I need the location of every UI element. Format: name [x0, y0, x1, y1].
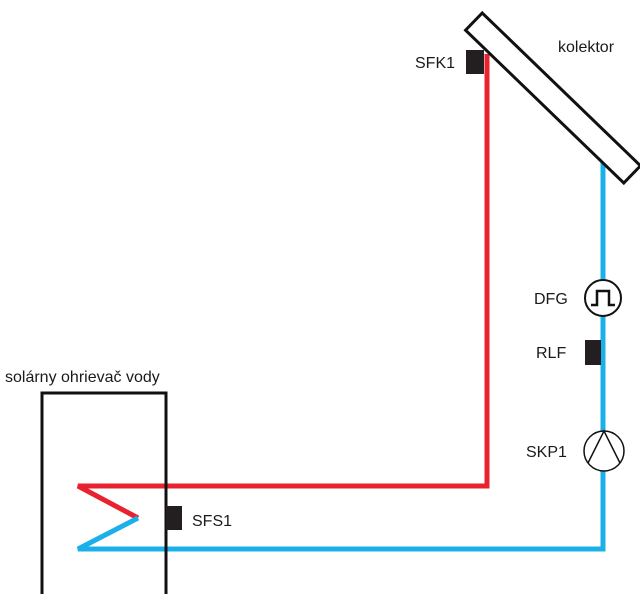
collector-sensor-SFK1 [466, 50, 484, 74]
tank-sensor-SFS1 [166, 506, 182, 530]
tank-sensor-label: SFS1 [192, 513, 232, 530]
return-sensor-label: RLF [536, 345, 566, 362]
flow-meter-DFG [584, 279, 622, 317]
tank-label: solárny ohrievač vody [5, 369, 160, 386]
hot-supply-pipe [76, 54, 490, 521]
pump-label: SKP1 [526, 444, 567, 461]
solar-collector [463, 10, 640, 186]
storage-tank [40, 391, 168, 594]
pulse-wave-icon [591, 289, 615, 307]
pump-SKP1 [583, 429, 625, 472]
return-sensor-RLF [585, 340, 601, 365]
cold-return-pipe [76, 160, 606, 552]
collector-label: kolektor [558, 39, 615, 56]
flow-meter-label: DFG [534, 291, 568, 308]
triangle-pump-icon [587, 429, 621, 464]
collector-sensor-label: SFK1 [415, 55, 455, 72]
